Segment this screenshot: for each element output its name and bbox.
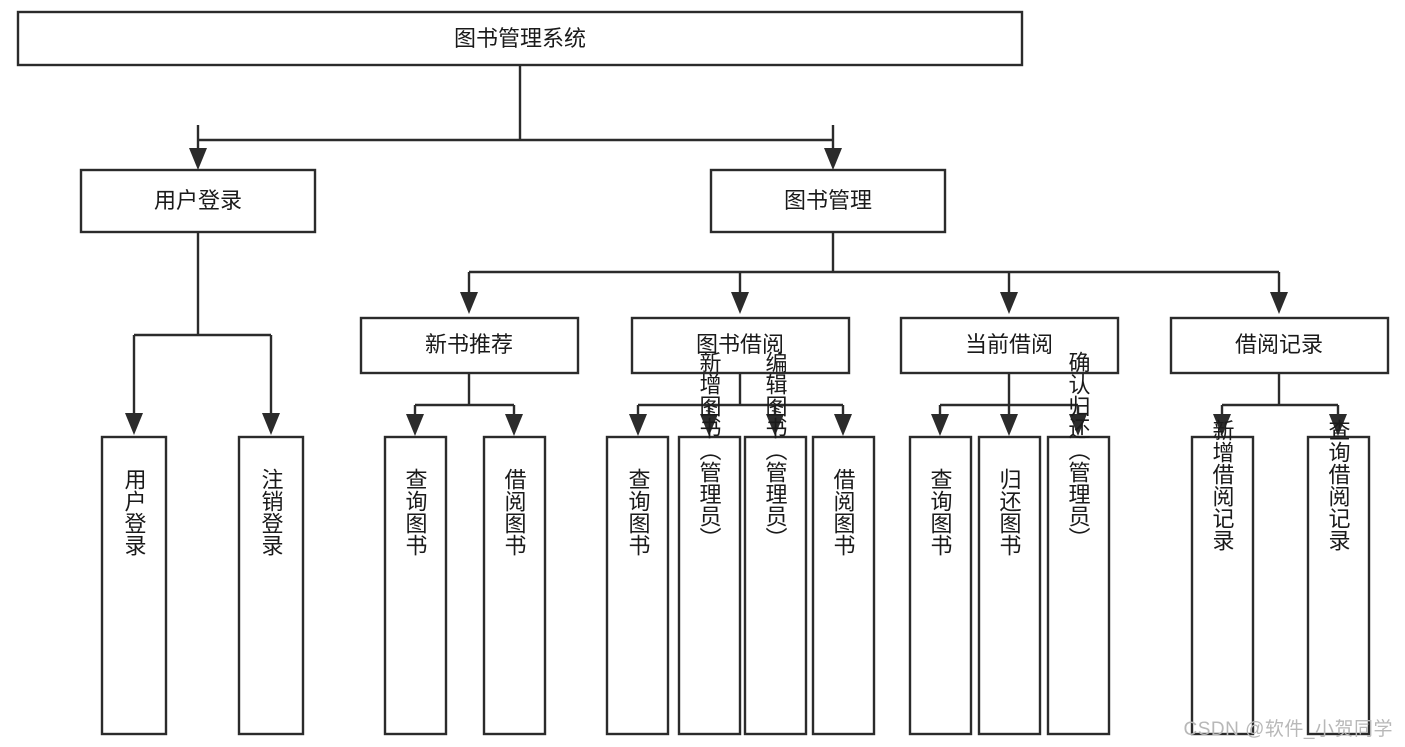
leaf-edit-book-admin[interactable]: 编辑图书（管理员） — [743, 351, 808, 736]
node-user-login[interactable]: 用户登录 — [79, 168, 317, 234]
node-book-borrow[interactable]: 图书借阅 — [630, 316, 851, 375]
leaf-query-borrow-record[interactable]: 查询借阅记录 — [1306, 419, 1371, 736]
connector-bookmgmt-to-level3 — [460, 232, 1288, 314]
leaf-logout-login-label: 注销登录 — [259, 468, 284, 556]
csdn-watermark: CSDN @软件_小贺同学 — [1183, 719, 1393, 740]
leaf-query-book-3[interactable]: 查询图书 — [908, 435, 973, 736]
leaf-user-login-label: 用户登录 — [122, 468, 147, 556]
node-root-system[interactable]: 图书管理系统 — [16, 10, 1024, 67]
node-book-management[interactable]: 图书管理 — [709, 168, 947, 234]
leaf-query-borrow-record-label: 查询借阅记录 — [1326, 419, 1351, 551]
connector-currentborrow-to-leaves — [931, 373, 1087, 436]
leaf-query-book-2[interactable]: 查询图书 — [605, 435, 670, 736]
leaf-add-book-admin[interactable]: 新增图书（管理员） — [677, 351, 742, 736]
leaf-logout-login[interactable]: 注销登录 — [237, 435, 305, 736]
connector-bookborrow-to-leaves — [629, 373, 852, 436]
leaf-borrow-book-2[interactable]: 借阅图书 — [811, 435, 876, 736]
leaf-confirm-return-admin-label: 确认归还（管理员） — [1066, 351, 1091, 549]
node-new-book-recommend[interactable]: 新书推荐 — [359, 316, 580, 375]
leaf-query-book-1[interactable]: 查询图书 — [383, 435, 448, 736]
connector-root-to-level2 — [189, 65, 842, 170]
node-user-login-label: 用户登录 — [154, 188, 242, 213]
leaf-query-book-2-label: 查询图书 — [626, 468, 651, 556]
connector-userlogin-to-leaves — [125, 232, 280, 435]
leaf-add-borrow-record[interactable]: 新增借阅记录 — [1190, 419, 1255, 736]
node-root-system-label: 图书管理系统 — [454, 26, 586, 51]
leaf-return-book-label: 归还图书 — [997, 468, 1022, 556]
node-borrow-record-label: 借阅记录 — [1235, 332, 1323, 357]
leaf-borrow-book-1[interactable]: 借阅图书 — [482, 435, 547, 736]
node-book-management-label: 图书管理 — [784, 188, 872, 213]
node-borrow-record[interactable]: 借阅记录 — [1169, 316, 1390, 375]
node-book-borrow-label: 图书借阅 — [696, 332, 784, 357]
leaf-return-book[interactable]: 归还图书 — [977, 435, 1042, 736]
leaf-user-login[interactable]: 用户登录 — [100, 435, 168, 736]
node-current-borrow[interactable]: 当前借阅 — [899, 316, 1120, 375]
leaf-query-book-3-label: 查询图书 — [928, 468, 953, 556]
leaf-query-book-1-label: 查询图书 — [403, 468, 428, 556]
leaf-borrow-book-2-label: 借阅图书 — [831, 468, 856, 556]
leaf-add-borrow-record-label: 新增借阅记录 — [1210, 419, 1235, 551]
connector-newbook-to-leaves — [406, 373, 523, 436]
node-current-borrow-label: 当前借阅 — [965, 332, 1053, 357]
leaf-add-book-admin-label: 新增图书（管理员） — [697, 351, 722, 549]
leaf-confirm-return-admin[interactable]: 确认归还（管理员） — [1046, 351, 1111, 736]
leaf-edit-book-admin-label: 编辑图书（管理员） — [763, 351, 788, 549]
node-new-book-recommend-label: 新书推荐 — [425, 332, 513, 357]
connector-borrowrecord-to-leaves — [1213, 373, 1347, 436]
leaf-borrow-book-1-label: 借阅图书 — [502, 468, 527, 556]
